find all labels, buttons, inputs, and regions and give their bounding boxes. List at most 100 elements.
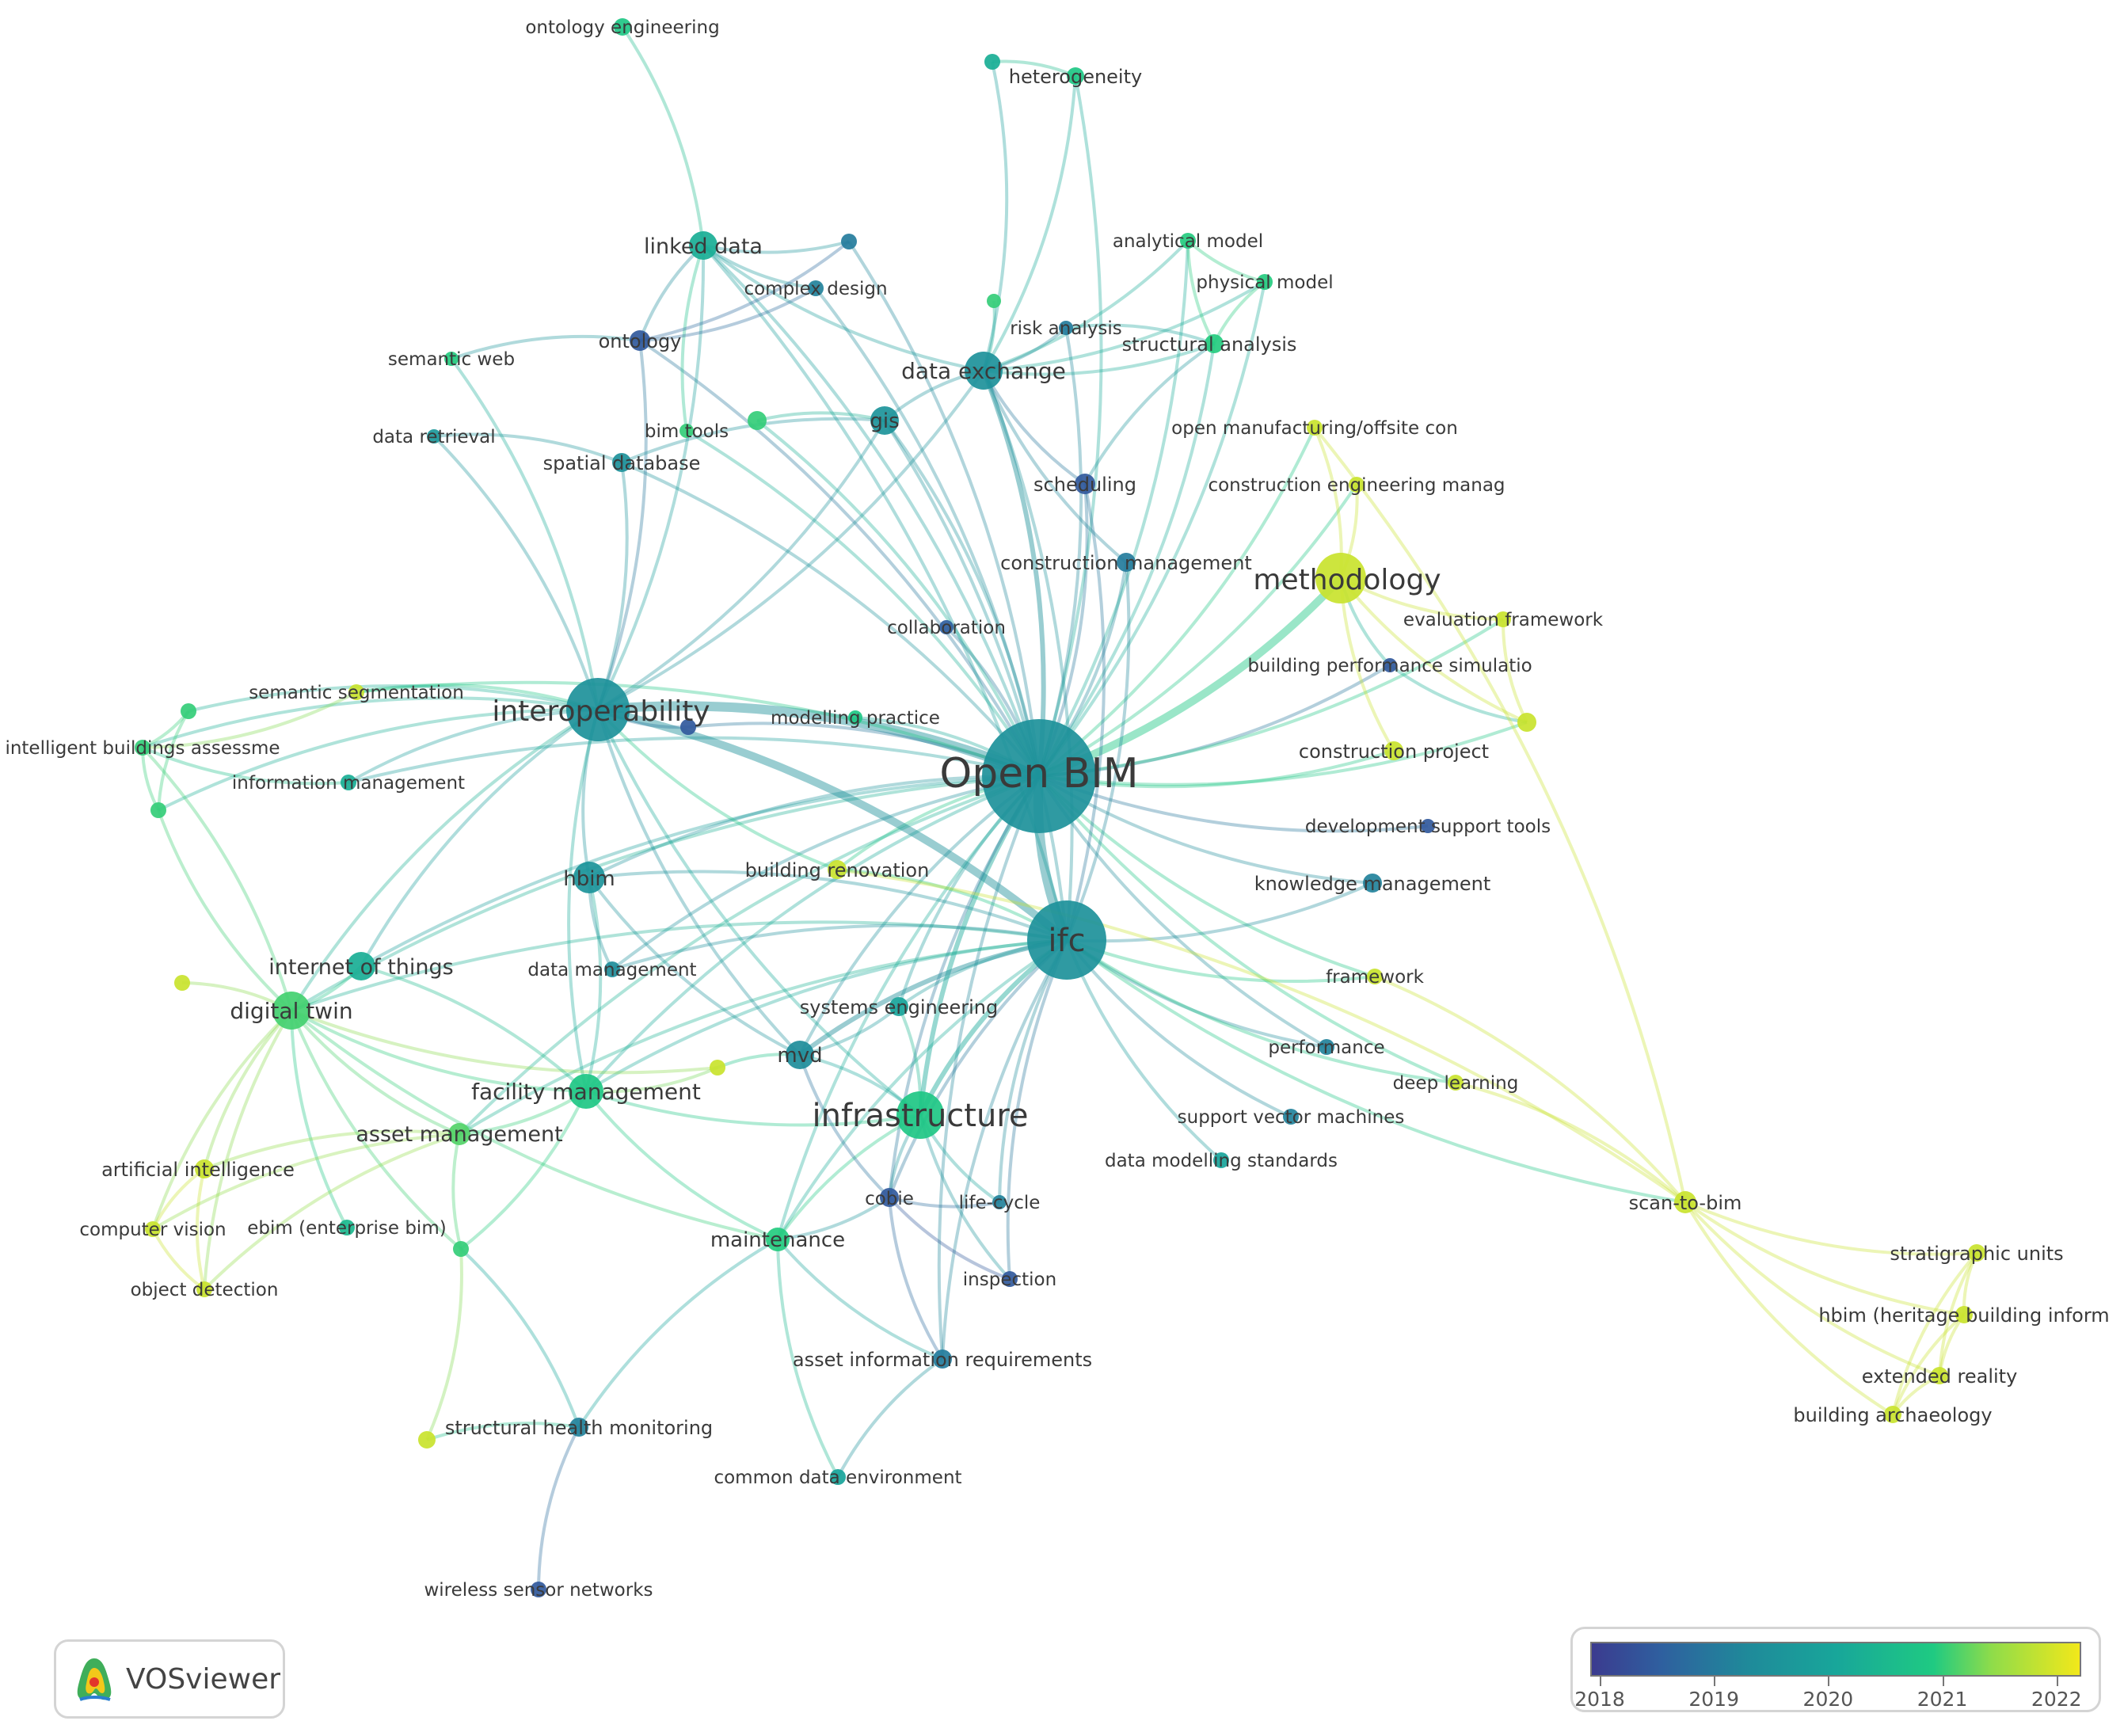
- node-asset-information-requirements[interactable]: [933, 1350, 952, 1369]
- node-facility-management[interactable]: [569, 1074, 603, 1109]
- node-construction-management[interactable]: [1117, 553, 1136, 572]
- node-performance[interactable]: [1319, 1039, 1334, 1055]
- node-building-renovation[interactable]: [828, 860, 847, 879]
- node-computer-vision[interactable]: [145, 1221, 161, 1237]
- node-maintenance[interactable]: [766, 1228, 790, 1251]
- node-u5[interactable]: [1517, 713, 1536, 732]
- label-construction-project: construction project: [1299, 740, 1489, 763]
- node-heterogeneity[interactable]: [1067, 67, 1084, 85]
- node-artificial-intelligence[interactable]: [195, 1159, 214, 1178]
- node-u10[interactable]: [418, 1431, 436, 1449]
- node-u4[interactable]: [680, 719, 696, 735]
- node-u11[interactable]: [453, 1241, 469, 1257]
- legend-tick-label: 2019: [1688, 1688, 1739, 1711]
- node-ontology-engineering[interactable]: [614, 18, 631, 36]
- node-physical-model[interactable]: [1257, 274, 1273, 290]
- node-support-vector-machines[interactable]: [1283, 1109, 1299, 1125]
- node-u6[interactable]: [181, 703, 196, 719]
- node-ontology[interactable]: [630, 330, 650, 351]
- node-mvd[interactable]: [786, 1041, 814, 1069]
- link-data_exchange-structural_analysis: [983, 342, 1215, 376]
- node-evaluation-framework[interactable]: [1495, 611, 1511, 627]
- node-scan-to-bim[interactable]: [1674, 1191, 1696, 1213]
- node-analytical-model[interactable]: [1180, 233, 1196, 249]
- node-complex-design[interactable]: [808, 280, 824, 296]
- node-information-management[interactable]: [341, 775, 356, 790]
- link-open_bim-structural_analysis: [1037, 343, 1216, 778]
- node-structural-health-monitoring[interactable]: [569, 1418, 588, 1437]
- node-digital-twin[interactable]: [272, 992, 310, 1030]
- link-digital_twin-artificial_intelligence: [203, 1009, 293, 1170]
- node-data-management[interactable]: [604, 961, 620, 977]
- node-life-cycle[interactable]: [992, 1195, 1007, 1209]
- node-hbim[interactable]: [573, 862, 605, 893]
- node-ebim[interactable]: [339, 1220, 355, 1235]
- link-interoperability-semantic_web: [450, 357, 600, 710]
- node-u8[interactable]: [174, 975, 190, 991]
- node-collaboration[interactable]: [939, 620, 954, 634]
- node-cobie[interactable]: [880, 1188, 899, 1207]
- label-common-data-environment: common data environment: [714, 1468, 961, 1488]
- node-u9[interactable]: [710, 1060, 725, 1075]
- node-methodology[interactable]: [1315, 553, 1366, 603]
- label-interoperability: interoperability: [492, 695, 710, 728]
- link-interoperability-gis: [596, 419, 886, 711]
- node-intelligent-buildings[interactable]: [135, 740, 150, 756]
- node-semantic-segmentation[interactable]: [348, 684, 364, 700]
- label-ontology: ontology: [599, 330, 682, 352]
- node-knowledge-management[interactable]: [1363, 874, 1382, 893]
- node-inspection[interactable]: [1002, 1271, 1018, 1287]
- node-u7[interactable]: [150, 802, 166, 818]
- link-scan_to_bim-stratigraphic_units: [1684, 1201, 1977, 1256]
- node-internet-of-things[interactable]: [347, 952, 375, 980]
- link-open_bim-asset_information_requirements: [937, 775, 1041, 1360]
- link-ifc-support_vector_machines: [1065, 938, 1292, 1118]
- link-intelligent_buildings-information_management: [142, 746, 349, 786]
- link-ontology-u1: [639, 240, 851, 342]
- node-wireless-sensor-networks[interactable]: [531, 1582, 546, 1597]
- node-modelling-practice[interactable]: [848, 710, 862, 725]
- node-spatial-database[interactable]: [612, 453, 631, 472]
- node-gis[interactable]: [870, 406, 899, 435]
- node-u12[interactable]: [984, 54, 1000, 70]
- link-asset_management-u11: [451, 1133, 462, 1250]
- node-u1[interactable]: [841, 234, 857, 249]
- label-analytical-model: analytical model: [1113, 231, 1263, 252]
- node-building-performance[interactable]: [1383, 658, 1397, 672]
- node-linked-data[interactable]: [689, 231, 718, 260]
- label-infrastructure: infrastructure: [812, 1098, 1028, 1134]
- node-data-exchange[interactable]: [965, 352, 1003, 390]
- label-semantic-segmentation: semantic segmentation: [249, 683, 464, 703]
- node-data-modelling-standards[interactable]: [1213, 1152, 1229, 1168]
- node-deep-learning[interactable]: [1448, 1075, 1464, 1091]
- node-interoperability[interactable]: [566, 678, 630, 741]
- node-object-detection[interactable]: [196, 1281, 212, 1297]
- node-infrastructure[interactable]: [896, 1091, 944, 1139]
- link-open_bim-maintenance: [776, 775, 1041, 1240]
- node-framework[interactable]: [1367, 969, 1383, 984]
- node-stratigraphic-units[interactable]: [1968, 1244, 1985, 1262]
- node-common-data-environment[interactable]: [830, 1469, 846, 1485]
- node-structural-analysis[interactable]: [1205, 334, 1224, 353]
- node-scheduling[interactable]: [1075, 474, 1095, 494]
- node-hbim-heritage[interactable]: [1955, 1306, 1973, 1323]
- link-open_bim-open_manufacturing: [1037, 427, 1316, 778]
- node-u3[interactable]: [987, 294, 1001, 308]
- node-u2[interactable]: [748, 411, 767, 430]
- link-linked_data-ontology_engineering: [621, 25, 705, 246]
- node-data-retrieval[interactable]: [427, 429, 441, 444]
- node-bim-tools[interactable]: [679, 424, 694, 438]
- node-extended-reality[interactable]: [1931, 1367, 1948, 1384]
- node-building-archaeology[interactable]: [1884, 1406, 1901, 1423]
- node-ifc[interactable]: [1027, 900, 1106, 980]
- link-digital_twin-asset_management: [290, 1009, 460, 1136]
- node-semantic-web[interactable]: [444, 352, 459, 366]
- node-construction-engineering[interactable]: [1349, 477, 1365, 493]
- node-open-manufacturing[interactable]: [1307, 420, 1323, 436]
- node-development-support[interactable]: [1421, 819, 1435, 833]
- node-risk-analysis[interactable]: [1059, 321, 1073, 335]
- node-construction-project[interactable]: [1384, 741, 1403, 760]
- node-asset-management[interactable]: [448, 1123, 470, 1145]
- node-open-bim[interactable]: [982, 719, 1096, 833]
- node-systems-engineering[interactable]: [889, 997, 908, 1016]
